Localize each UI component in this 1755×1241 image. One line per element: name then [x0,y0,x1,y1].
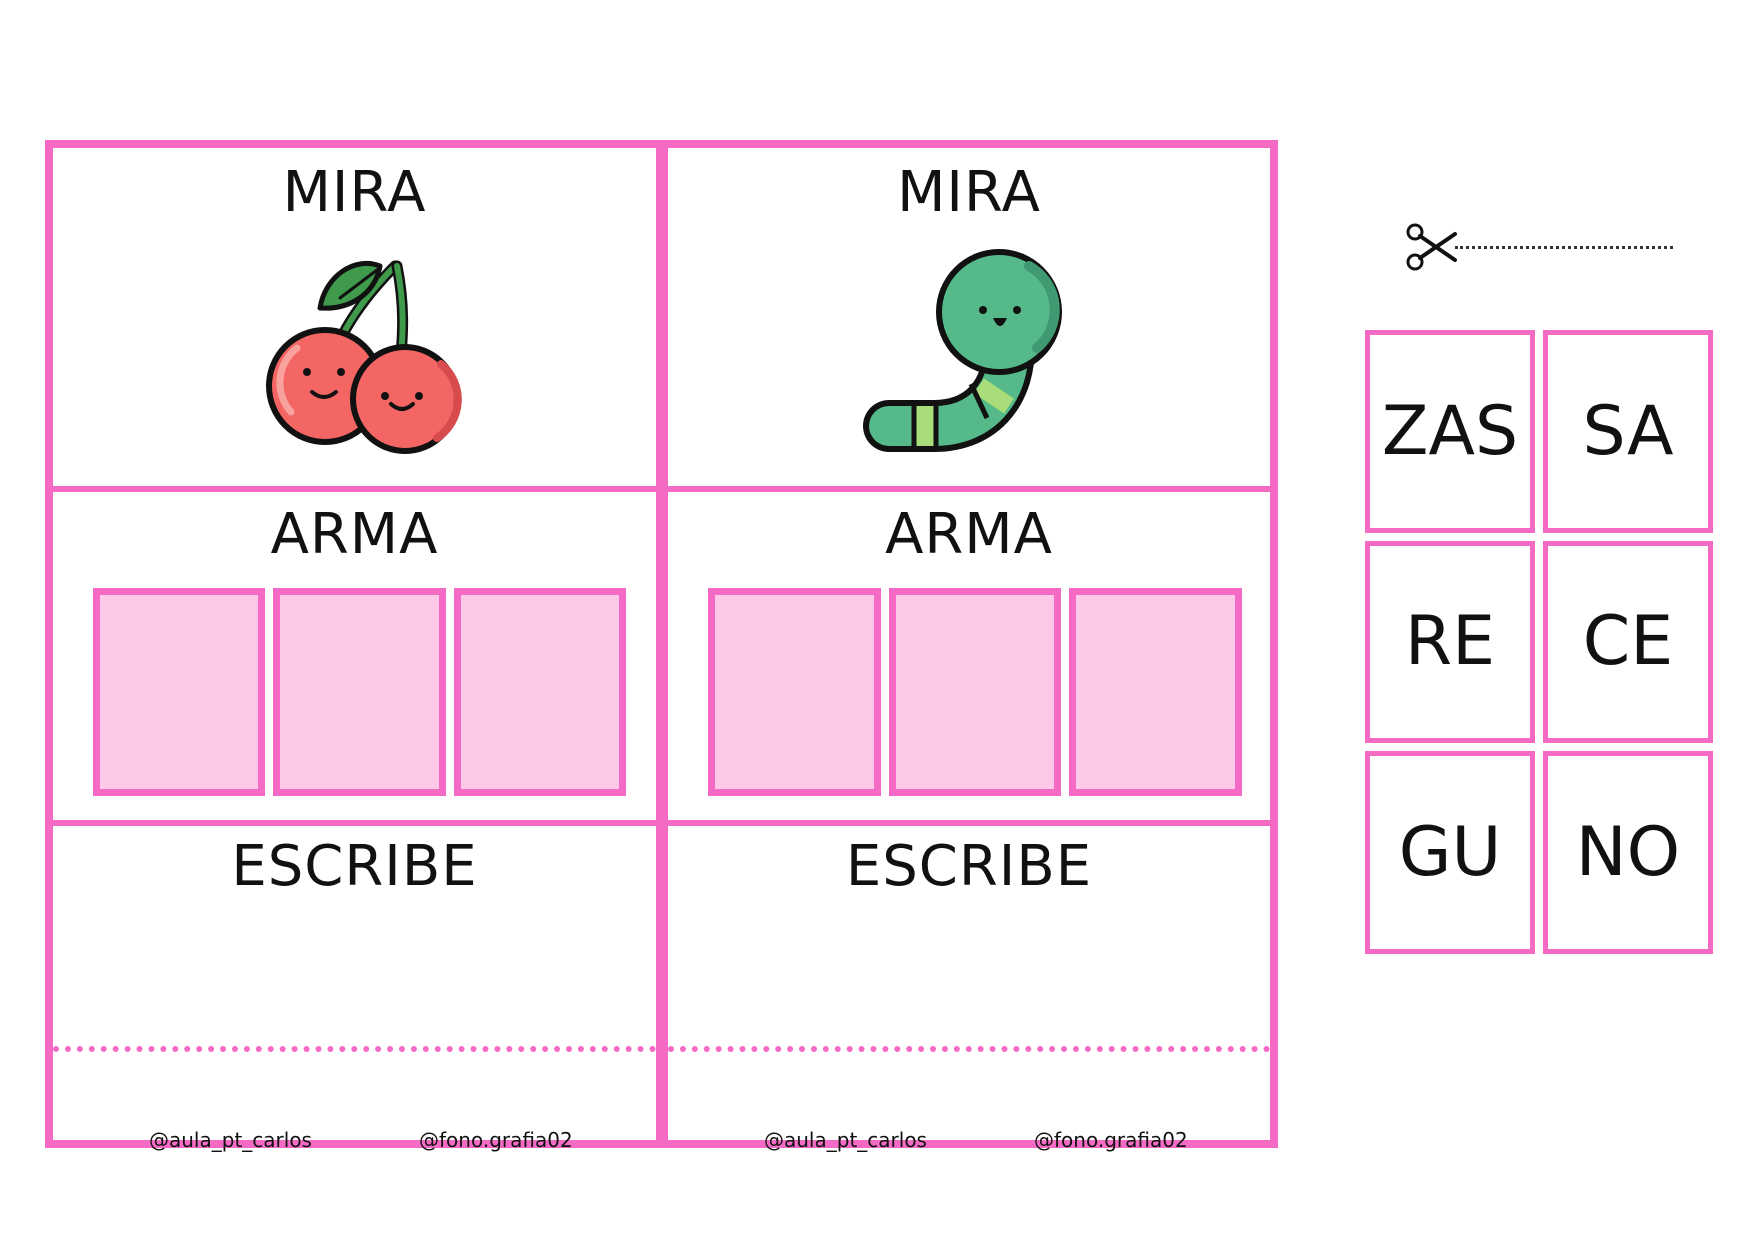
credit-aula: @aula_pt_carlos [764,1128,927,1152]
credit-fono: @fono.grafia02 [419,1128,573,1152]
writing-line[interactable] [668,1046,1270,1052]
syllable-slot[interactable] [708,588,881,796]
cut-guide [1405,222,1675,272]
credit-fono: @fono.grafia02 [1034,1128,1188,1152]
arma-section: ARMA [53,492,656,826]
syllable-slot[interactable] [1069,588,1243,796]
syllable-tile[interactable]: SA [1543,330,1713,533]
activity-card-worm: MIRA ARMA ESCRIBE @aula_p [660,140,1278,1152]
cherries-icon [265,260,462,454]
escribe-label: ESCRIBE [231,834,478,899]
mira-label: MIRA [897,160,1041,225]
cut-line [1455,246,1673,249]
arma-section: ARMA [668,492,1270,826]
syllable-tile[interactable]: RE [1365,540,1535,744]
syllable-tile[interactable]: CE [1543,540,1713,744]
syllable-slot[interactable] [888,588,1062,796]
worm-icon [863,249,1062,452]
syllable-slots [708,588,1243,796]
syllable-slot[interactable] [273,588,446,796]
credit-aula: @aula_pt_carlos [149,1128,312,1152]
arma-label: ARMA [270,502,439,567]
syllable-tile[interactable]: ZAS [1365,330,1535,533]
mira-section: MIRA [53,148,656,492]
mira-section: MIRA [668,148,1270,492]
writing-line[interactable] [53,1046,656,1052]
syllable-slot[interactable] [453,588,626,796]
mira-label: MIRA [282,160,427,225]
syllable-tile[interactable]: GU [1365,751,1535,954]
syllable-slots [93,588,626,796]
escribe-section: ESCRIBE @aula_pt_carlos @fono.grafia02 [668,826,1270,1152]
syllable-tile[interactable]: NO [1543,751,1713,954]
arma-label: ARMA [885,502,1053,567]
escribe-section: ESCRIBE @aula_pt_carlos @fono.grafia02 [53,826,656,1152]
escribe-label: ESCRIBE [845,834,1093,899]
syllable-slot[interactable] [93,588,266,796]
activity-card-cherry: MIRA ARMA [45,140,664,1152]
syllable-tiles: ZAS SA RE CE GU NO [1365,330,1713,954]
scissors-icon [1406,223,1457,271]
